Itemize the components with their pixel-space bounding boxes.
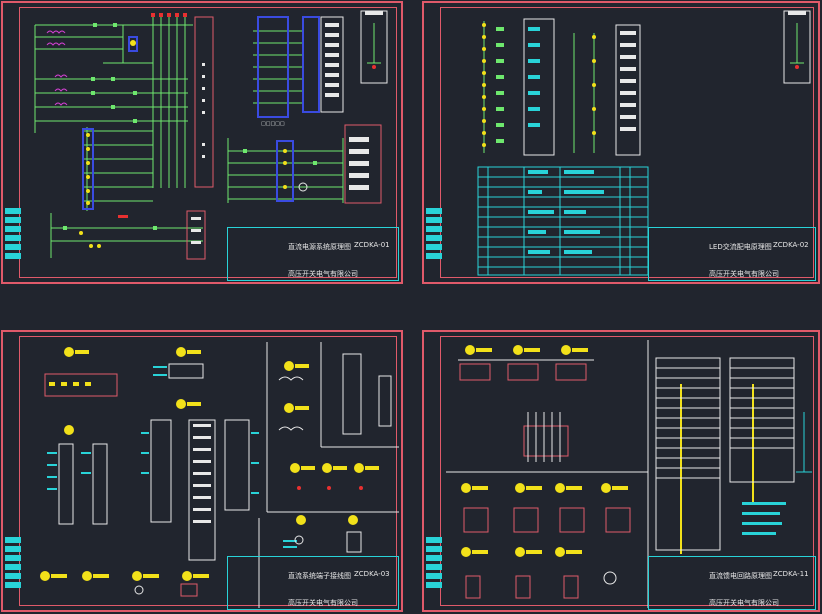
sheet-1-frame [19,7,397,278]
sheet-3-schematic [40,342,399,608]
sheet-4-side-strip [426,537,442,597]
drawing-code: ZCDKA-03 [354,570,390,578]
sheet-2-schematic [477,10,811,276]
drawing-sheet-4: 直流馈电回路原理图 ZCDKA-11 高压开关电气有限公司 [422,330,820,612]
drawing-title: 直流系统端子接线图 [288,572,351,580]
sheet-1-side-strip [5,208,21,268]
sheet-3-title-block: 直流系统端子接线图 ZCDKA-03 高压开关电气有限公司 [227,556,399,610]
company-name: 高压开关电气有限公司 [709,270,779,278]
drawing-code: ZCDKA-02 [773,241,809,249]
company-name: 高压开关电气有限公司 [288,599,358,607]
drawing-sheet-3: 直流系统端子接线图 ZCDKA-03 高压开关电气有限公司 [1,330,403,612]
drawing-sheet-2: LED交流配电原理图 ZCDKA-02 高压开关电气有限公司 [422,1,820,284]
sheet-1-schematic: □□□□□ [34,10,388,260]
sheet-3-side-strip [5,537,21,597]
drawing-code: ZCDKA-01 [354,241,390,249]
sheet-4-title-block: 直流馈电回路原理图 ZCDKA-11 高压开关电气有限公司 [648,556,816,610]
sheet-1-title-block: 直流电源系统原理图 ZCDKA-01 高压开关电气有限公司 [227,227,399,281]
drawing-title: LED交流配电原理图 [709,243,772,251]
company-name: 高压开关电气有限公司 [288,270,358,278]
company-name: 高压开关电气有限公司 [709,599,779,607]
sheet-4-frame [440,336,814,606]
sheet-2-frame [440,7,814,278]
sheet-2-title-block: LED交流配电原理图 ZCDKA-02 高压开关电气有限公司 [648,227,816,281]
drawing-sheet-1: □□□□□ 直流电源系统原理图 ZCDKA-01 高压开关 [1,1,403,284]
sheet-2-side-strip [426,208,442,268]
sheet-3-frame [19,336,397,606]
drawing-title: 直流馈电回路原理图 [709,572,772,580]
svg-text:□□□□□: □□□□□ [261,121,285,127]
drawing-code: ZCDKA-11 [773,570,809,578]
drawing-title: 直流电源系统原理图 [288,243,351,251]
